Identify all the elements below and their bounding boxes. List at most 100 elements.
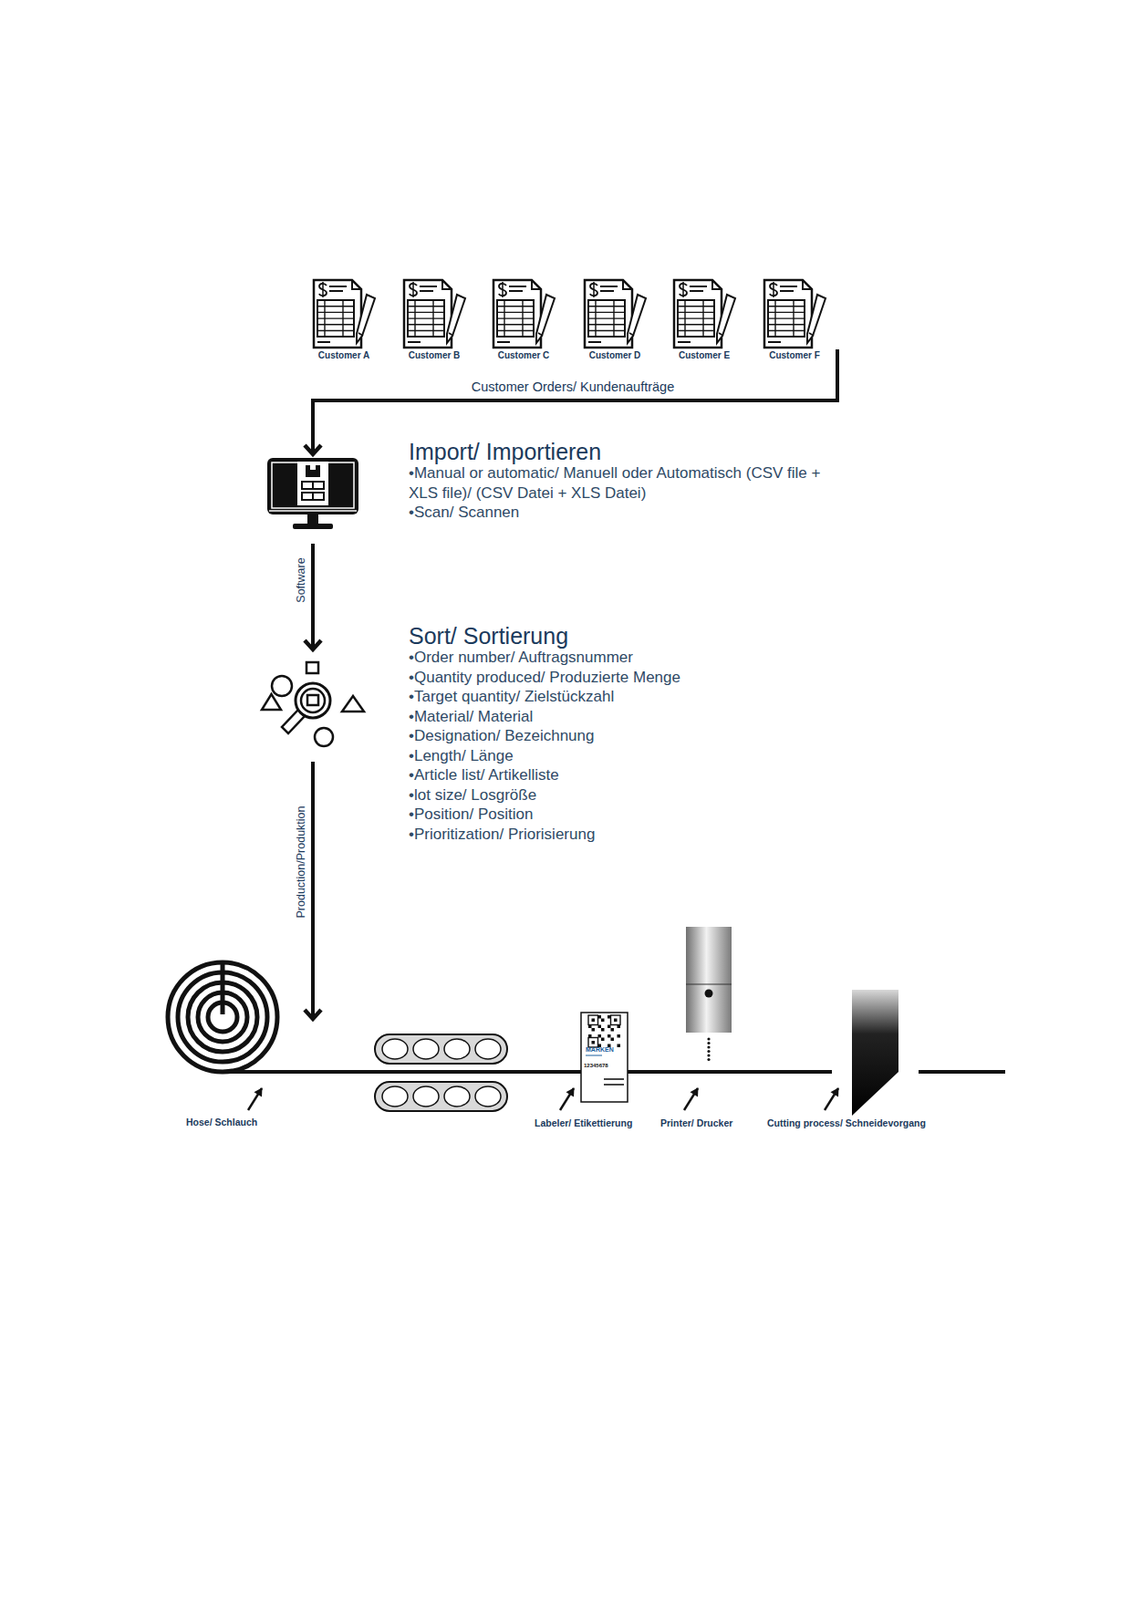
icon-part bbox=[497, 341, 510, 343]
qr-finder bbox=[588, 1038, 599, 1049]
bullet-item: •Length/ Länge bbox=[408, 746, 838, 767]
tag-fine-print bbox=[603, 1083, 624, 1086]
edge-label: Customer Orders/ Kundenaufträge bbox=[468, 379, 677, 395]
icon-part bbox=[772, 281, 775, 298]
icon-part bbox=[689, 286, 707, 291]
sort-step: Sort/ Sortierung•Order number/ Auftragsn… bbox=[258, 623, 842, 846]
ink-dots bbox=[706, 1037, 710, 1061]
icon-part bbox=[314, 727, 333, 747]
icon-part bbox=[311, 481, 314, 500]
icon-part bbox=[306, 662, 319, 674]
icon-part bbox=[493, 280, 541, 348]
icon-part bbox=[768, 341, 781, 343]
text-column: Sort/ Sortierung•Order number/ Auftragsn… bbox=[408, 623, 838, 844]
bullet-item: •lot size/ Losgröße bbox=[408, 785, 838, 806]
ink-dot bbox=[706, 1058, 710, 1061]
tag-fine-print bbox=[603, 1078, 624, 1081]
icon-part bbox=[588, 341, 602, 343]
customer-order: Customer A bbox=[298, 278, 390, 372]
bullet-item: •Article list/ Artikelliste bbox=[408, 765, 838, 786]
bullet-item: •Scan/ Scannen bbox=[408, 502, 838, 523]
order-document-icon bbox=[581, 278, 648, 350]
qr-finder bbox=[588, 1015, 599, 1026]
hose-segment bbox=[918, 1069, 1006, 1074]
hose-station: Hose/ Schlauch bbox=[182, 1018, 329, 1138]
printer-nozzle bbox=[705, 989, 714, 998]
roller-wheels bbox=[382, 1038, 501, 1107]
cutting-blade bbox=[851, 989, 899, 1116]
icon-part bbox=[536, 294, 555, 343]
order-document-icon bbox=[400, 278, 468, 350]
icon-part bbox=[419, 286, 437, 291]
hose-roll bbox=[167, 962, 278, 1072]
part-label: Printer/ Drucker bbox=[660, 1117, 733, 1129]
wheel bbox=[475, 1038, 501, 1060]
icon-part bbox=[600, 286, 618, 291]
icon-part bbox=[497, 300, 534, 337]
node-heading: Customer E bbox=[658, 350, 750, 361]
icon-part bbox=[629, 332, 634, 336]
order-document-icon bbox=[760, 278, 828, 350]
callout-arrow bbox=[560, 1088, 574, 1111]
text-column: Customer C bbox=[477, 350, 570, 361]
wheel bbox=[444, 1086, 470, 1107]
roller bbox=[374, 1034, 508, 1064]
icon-part bbox=[531, 280, 541, 290]
icon-part bbox=[317, 341, 331, 343]
icon-part bbox=[305, 465, 321, 478]
icon-part bbox=[448, 332, 454, 336]
bullet-item: •Quantity produced/ Produzierte Menge bbox=[408, 667, 838, 688]
icon-part bbox=[271, 462, 354, 509]
icon-part bbox=[592, 281, 595, 298]
printer bbox=[685, 926, 732, 1061]
node-heading: Hose/ Schlauch bbox=[186, 1116, 323, 1128]
qr-module bbox=[617, 1034, 622, 1039]
ink-dot bbox=[706, 1041, 710, 1045]
qr-module bbox=[611, 1038, 615, 1042]
ink-dot bbox=[706, 1053, 710, 1057]
roll-ring bbox=[167, 962, 278, 1072]
icon-part bbox=[407, 300, 445, 337]
icon-part bbox=[764, 280, 812, 348]
icon-part bbox=[802, 280, 812, 290]
qr-finder bbox=[611, 1015, 622, 1026]
icon-part bbox=[307, 514, 319, 525]
qr-module bbox=[601, 1028, 605, 1032]
node-heading: Customer B bbox=[388, 350, 480, 361]
callout-arrow bbox=[684, 1088, 698, 1111]
order-document-icon bbox=[310, 278, 377, 350]
icon-part bbox=[261, 694, 281, 710]
text-column: Hose/ Schlauch bbox=[186, 1116, 323, 1128]
icon-part bbox=[501, 281, 504, 298]
icon-part bbox=[358, 332, 364, 336]
qr-module bbox=[591, 1028, 596, 1032]
qr-finder bbox=[591, 1040, 596, 1045]
icon-part bbox=[329, 286, 347, 291]
icon-part bbox=[508, 286, 527, 291]
icon-part bbox=[412, 281, 415, 298]
callout-arrow bbox=[824, 1088, 839, 1111]
icon-part bbox=[310, 465, 316, 470]
icon-part bbox=[677, 300, 715, 337]
icon-part bbox=[317, 300, 354, 337]
icon-part bbox=[313, 280, 362, 348]
wheel bbox=[413, 1038, 439, 1060]
qr-module bbox=[617, 1044, 622, 1049]
text-column: Customer E bbox=[658, 350, 750, 361]
icon-part bbox=[292, 523, 333, 530]
edge-label: Production/Produktion bbox=[294, 803, 308, 922]
part-label: Labeler/ Etikettierung bbox=[534, 1117, 633, 1129]
flow-arrow bbox=[312, 349, 838, 455]
customer-order: Customer D bbox=[569, 278, 661, 372]
ink-dot bbox=[706, 1049, 710, 1053]
bullet-item: •Target quantity/ Zielstückzahl bbox=[408, 686, 838, 707]
icon-part bbox=[446, 294, 466, 343]
icon-part bbox=[677, 300, 715, 337]
icon-part bbox=[623, 280, 633, 290]
blade bbox=[851, 989, 899, 1116]
qr-finder bbox=[613, 1018, 618, 1023]
flow-arrow bbox=[311, 543, 315, 650]
qr-module bbox=[601, 1018, 605, 1023]
